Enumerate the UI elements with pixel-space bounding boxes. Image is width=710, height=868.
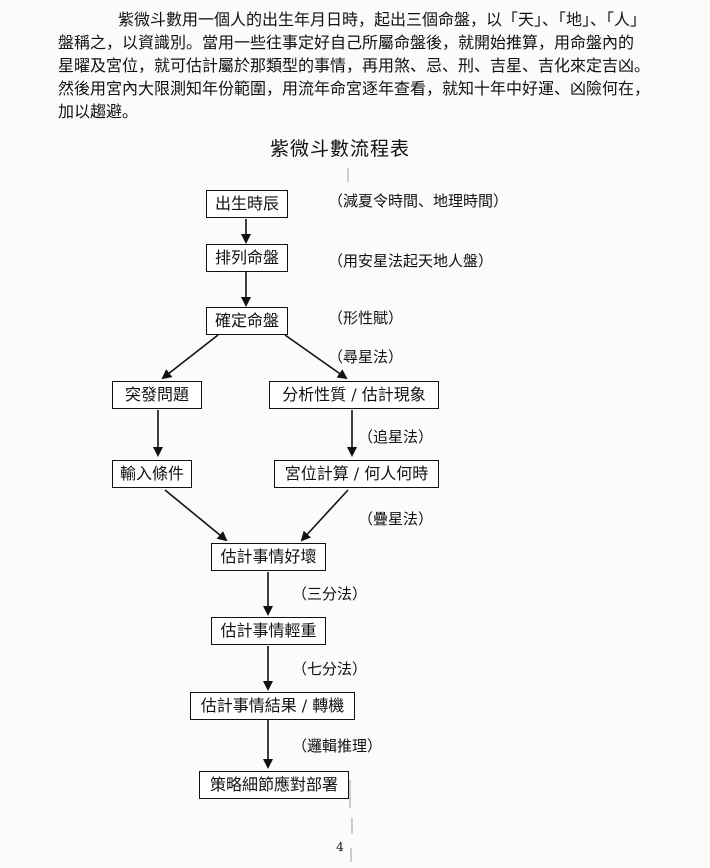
node-estimate-weight: 估計事情輕重 — [211, 617, 326, 645]
page-number: 4 — [336, 840, 344, 854]
intro-line: 盤稱之，以資識別。當用一些往事定好自己所屬命盤後，就開始推算，用命盤內的 — [58, 33, 635, 52]
note-dst: （減夏令時間、地理時間） — [328, 192, 509, 210]
flowchart-title: 紫微斗數流程表 — [269, 138, 410, 160]
note-san-fen: （三分法） — [292, 585, 368, 603]
note-xing-xing-fu: （形性賦） — [328, 309, 404, 327]
note-xun-xing: （尋星法） — [328, 348, 404, 366]
node-palace-calc: 宮位計算 / 何人何時 — [274, 460, 439, 488]
node-estimate-good-bad: 估計事情好壞 — [211, 543, 326, 571]
node-input-conditions: 輸入條件 — [112, 460, 192, 488]
node-sudden-problem: 突發問題 — [112, 381, 202, 409]
node-estimate-result: 估計事情結果 / 轉機 — [190, 692, 355, 720]
node-confirm-chart: 確定命盤 — [206, 307, 288, 335]
arrow-confirm-to-analyze — [284, 334, 348, 380]
arrow-input-to-good-bad — [164, 489, 228, 542]
note-logic: （邏輯推理） — [292, 737, 383, 755]
arrow-confirm-to-sudden — [161, 334, 219, 380]
node-strategy: 策略細節應對部署 — [199, 771, 349, 799]
intro-line: 星曜及宮位，就可估計屬於那類型的事情，再用煞、忌、刑、吉星、吉化來定吉凶。 — [58, 56, 651, 75]
intro-line: 加以趨避。 — [58, 102, 139, 121]
node-arrange-chart: 排列命盤 — [206, 244, 288, 272]
note-star-method: （用安星法起天地人盤） — [328, 252, 494, 270]
intro-paragraph: 紫微斗數用一個人的出生年月日時，起出三個命盤，以「天」、「地」、「人」 盤稱之，… — [58, 8, 658, 123]
intro-line: 然後用宮內大限測知年份範圍，用流年命宮逐年查看，就知十年中好運、凶險何在， — [58, 79, 651, 98]
node-analyze: 分析性質 / 估計現象 — [269, 381, 439, 409]
arrow-palace-to-good-bad — [300, 489, 349, 542]
intro-line: 紫微斗數用一個人的出生年月日時，起出三個命盤，以「天」、「地」、「人」 — [118, 10, 647, 29]
note-zhui-xing: （追星法） — [358, 428, 434, 446]
note-die-xing: （疊星法） — [358, 510, 434, 528]
note-qi-fen: （七分法） — [292, 660, 368, 678]
node-birth-time: 出生時辰 — [206, 190, 288, 218]
